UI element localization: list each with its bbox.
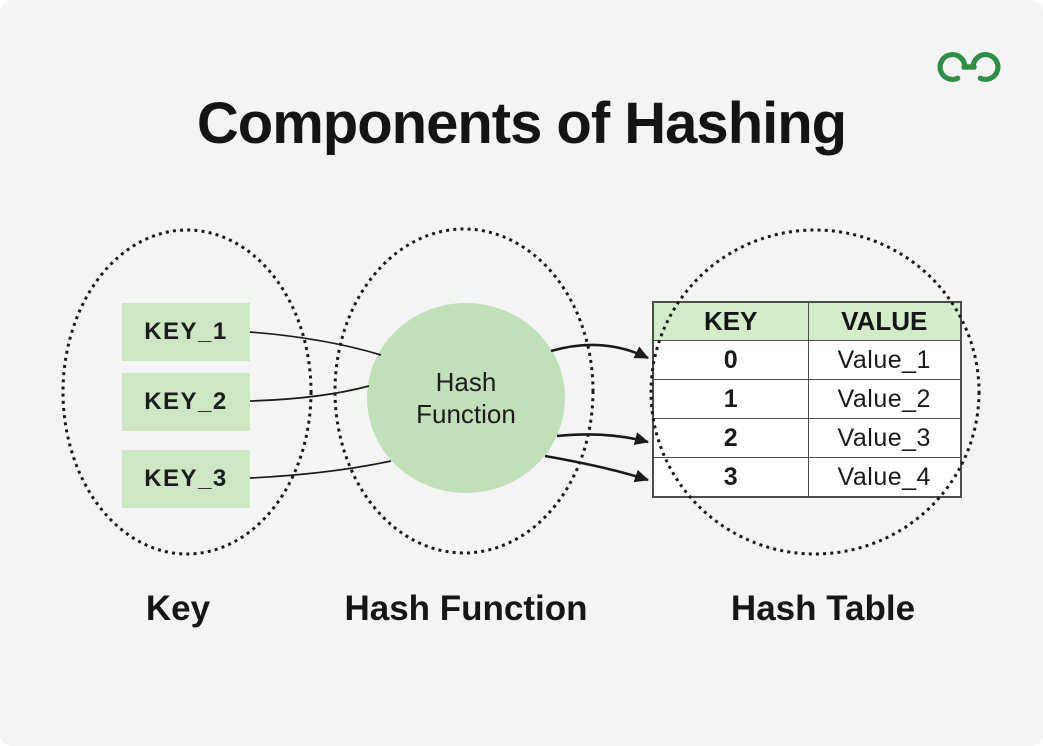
row-2-value: Value_3 — [807, 418, 962, 458]
table-row-0: 0 Value_1 — [652, 340, 962, 380]
row-0-value: Value_1 — [807, 340, 962, 380]
hash-table-header-row: KEY VALUE — [652, 301, 962, 341]
caption-hash-table: Hash Table — [730, 589, 916, 628]
caption-hash-function: Hash Function — [344, 589, 588, 628]
hash-table-header-key: KEY — [652, 301, 809, 341]
table-row-1: 1 Value_2 — [652, 379, 962, 419]
page-title: Components of Hashing — [196, 91, 847, 156]
key-box-2-label: KEY_2 — [144, 388, 228, 415]
line-key3-to-hash-function — [249, 460, 392, 479]
geeksforgeeks-icon — [937, 52, 1001, 82]
line-key1-to-hash-function — [249, 331, 382, 356]
arrow-hash-function-to-row-2 — [556, 432, 649, 445]
logo-left-g — [937, 52, 977, 82]
row-3-key: 3 — [652, 457, 809, 498]
row-1-value: Value_2 — [807, 379, 962, 419]
logo-right-g — [961, 52, 1001, 82]
row-2-key: 2 — [652, 418, 809, 458]
line-key2-to-hash-function — [249, 385, 370, 402]
arrow-hash-function-to-row-3 — [544, 454, 649, 483]
key-box-3-label: KEY_3 — [144, 465, 228, 492]
caption-key: Key — [145, 589, 211, 628]
hash-table-header-value: VALUE — [807, 301, 962, 341]
row-0-key: 0 — [652, 340, 809, 380]
key-box-1: KEY_1 — [122, 303, 250, 361]
row-3-value: Value_4 — [807, 457, 962, 498]
hash-table: KEY VALUE 0 Value_1 1 Value_2 2 Value_3 … — [652, 301, 962, 498]
table-row-2: 2 Value_3 — [652, 418, 962, 458]
key-box-1-label: KEY_1 — [144, 318, 228, 345]
hash-function-circle: Hash Function — [367, 303, 565, 493]
arrow-hash-function-to-row-0 — [550, 343, 649, 360]
key-box-2: KEY_2 — [122, 373, 250, 431]
table-row-3: 3 Value_4 — [652, 457, 962, 498]
key-box-3: KEY_3 — [122, 450, 250, 508]
hash-function-label: Hash Function — [416, 366, 516, 430]
row-1-key: 1 — [652, 379, 809, 419]
